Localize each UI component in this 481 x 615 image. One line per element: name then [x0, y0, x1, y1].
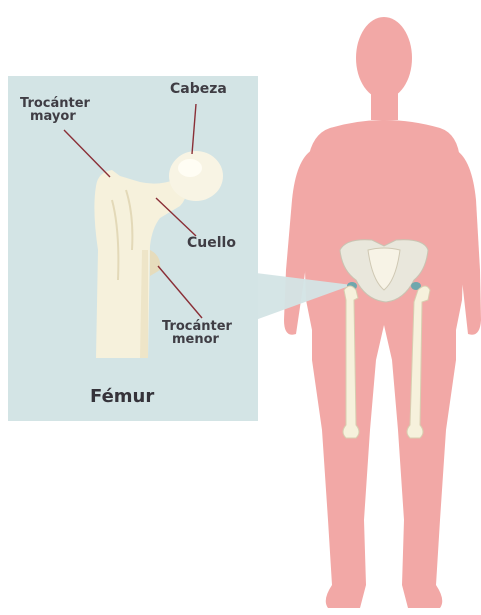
body-neck: [371, 92, 398, 120]
label-trocanter-mayor-line2: mayor: [30, 109, 76, 124]
label-trocanter-menor-line2: menor: [172, 332, 220, 347]
femoral-head: [169, 151, 223, 201]
label-cabeza: Cabeza: [170, 81, 227, 97]
body-torso-legs: [304, 120, 464, 608]
femoral-head-highlight: [178, 159, 202, 177]
body-head: [356, 17, 412, 99]
label-cuello: Cuello: [187, 235, 236, 251]
panel-title: Fémur: [90, 386, 154, 407]
human-body-silhouette: [284, 17, 481, 608]
